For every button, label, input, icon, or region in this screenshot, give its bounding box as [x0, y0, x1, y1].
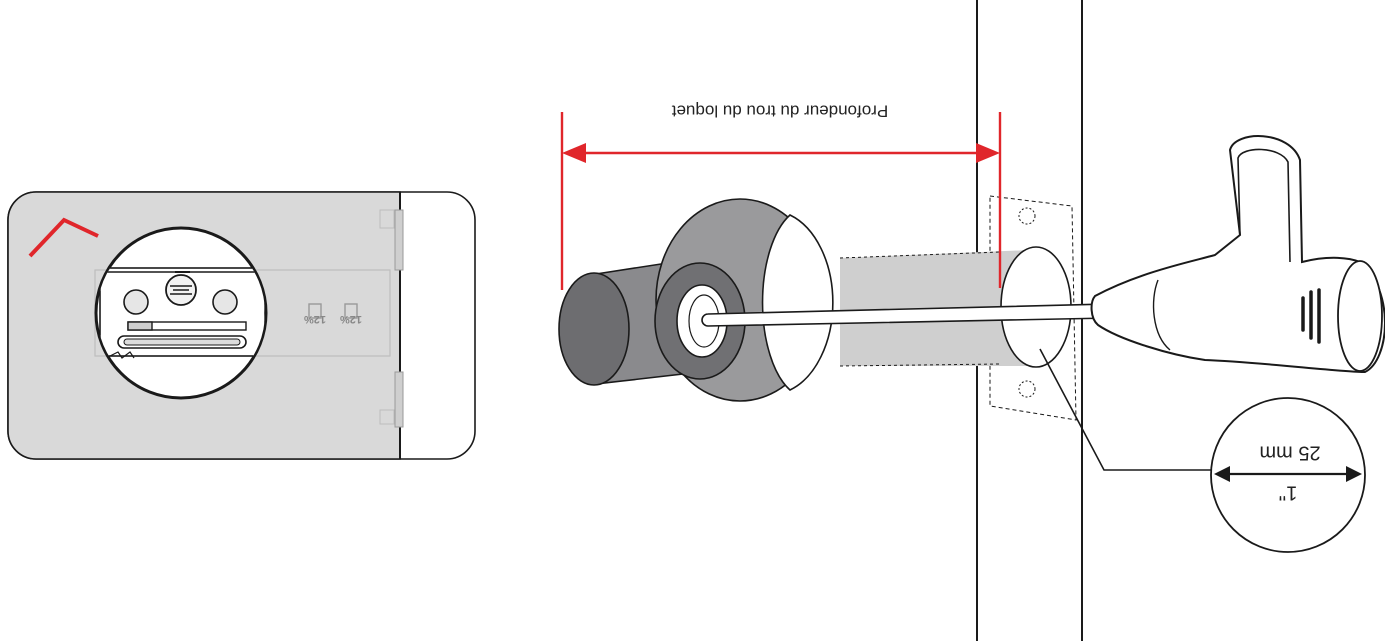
percent-marking-right: 12%	[340, 303, 362, 325]
diameter-imperial: 1''	[1279, 482, 1298, 504]
latch-depth-dimension: Profondeur du trou du loquet	[560, 102, 1002, 290]
cross-bore-ring	[654, 198, 834, 402]
latch-faceplate-panel: 12% 12%	[7, 191, 476, 460]
svg-text:12%: 12%	[340, 313, 362, 325]
caret-up-icon	[28, 217, 99, 258]
screw-icon	[165, 274, 197, 306]
drill-vents	[1301, 288, 1321, 344]
percent-marking-left: 12%	[304, 303, 326, 325]
power-drill-icon	[1090, 135, 1385, 374]
latch-depth-label: Profondeur du trou du loquet	[672, 102, 889, 121]
faceplate-outline	[989, 195, 1077, 421]
latch-magnifier	[94, 226, 268, 400]
bore-diameter-callout: 25 mm 1''	[1210, 397, 1366, 553]
svg-text:12%: 12%	[304, 313, 326, 325]
diameter-metric: 25 mm	[1259, 442, 1320, 464]
callout-leader-line	[1039, 348, 1215, 471]
drill-bit	[701, 303, 1111, 327]
